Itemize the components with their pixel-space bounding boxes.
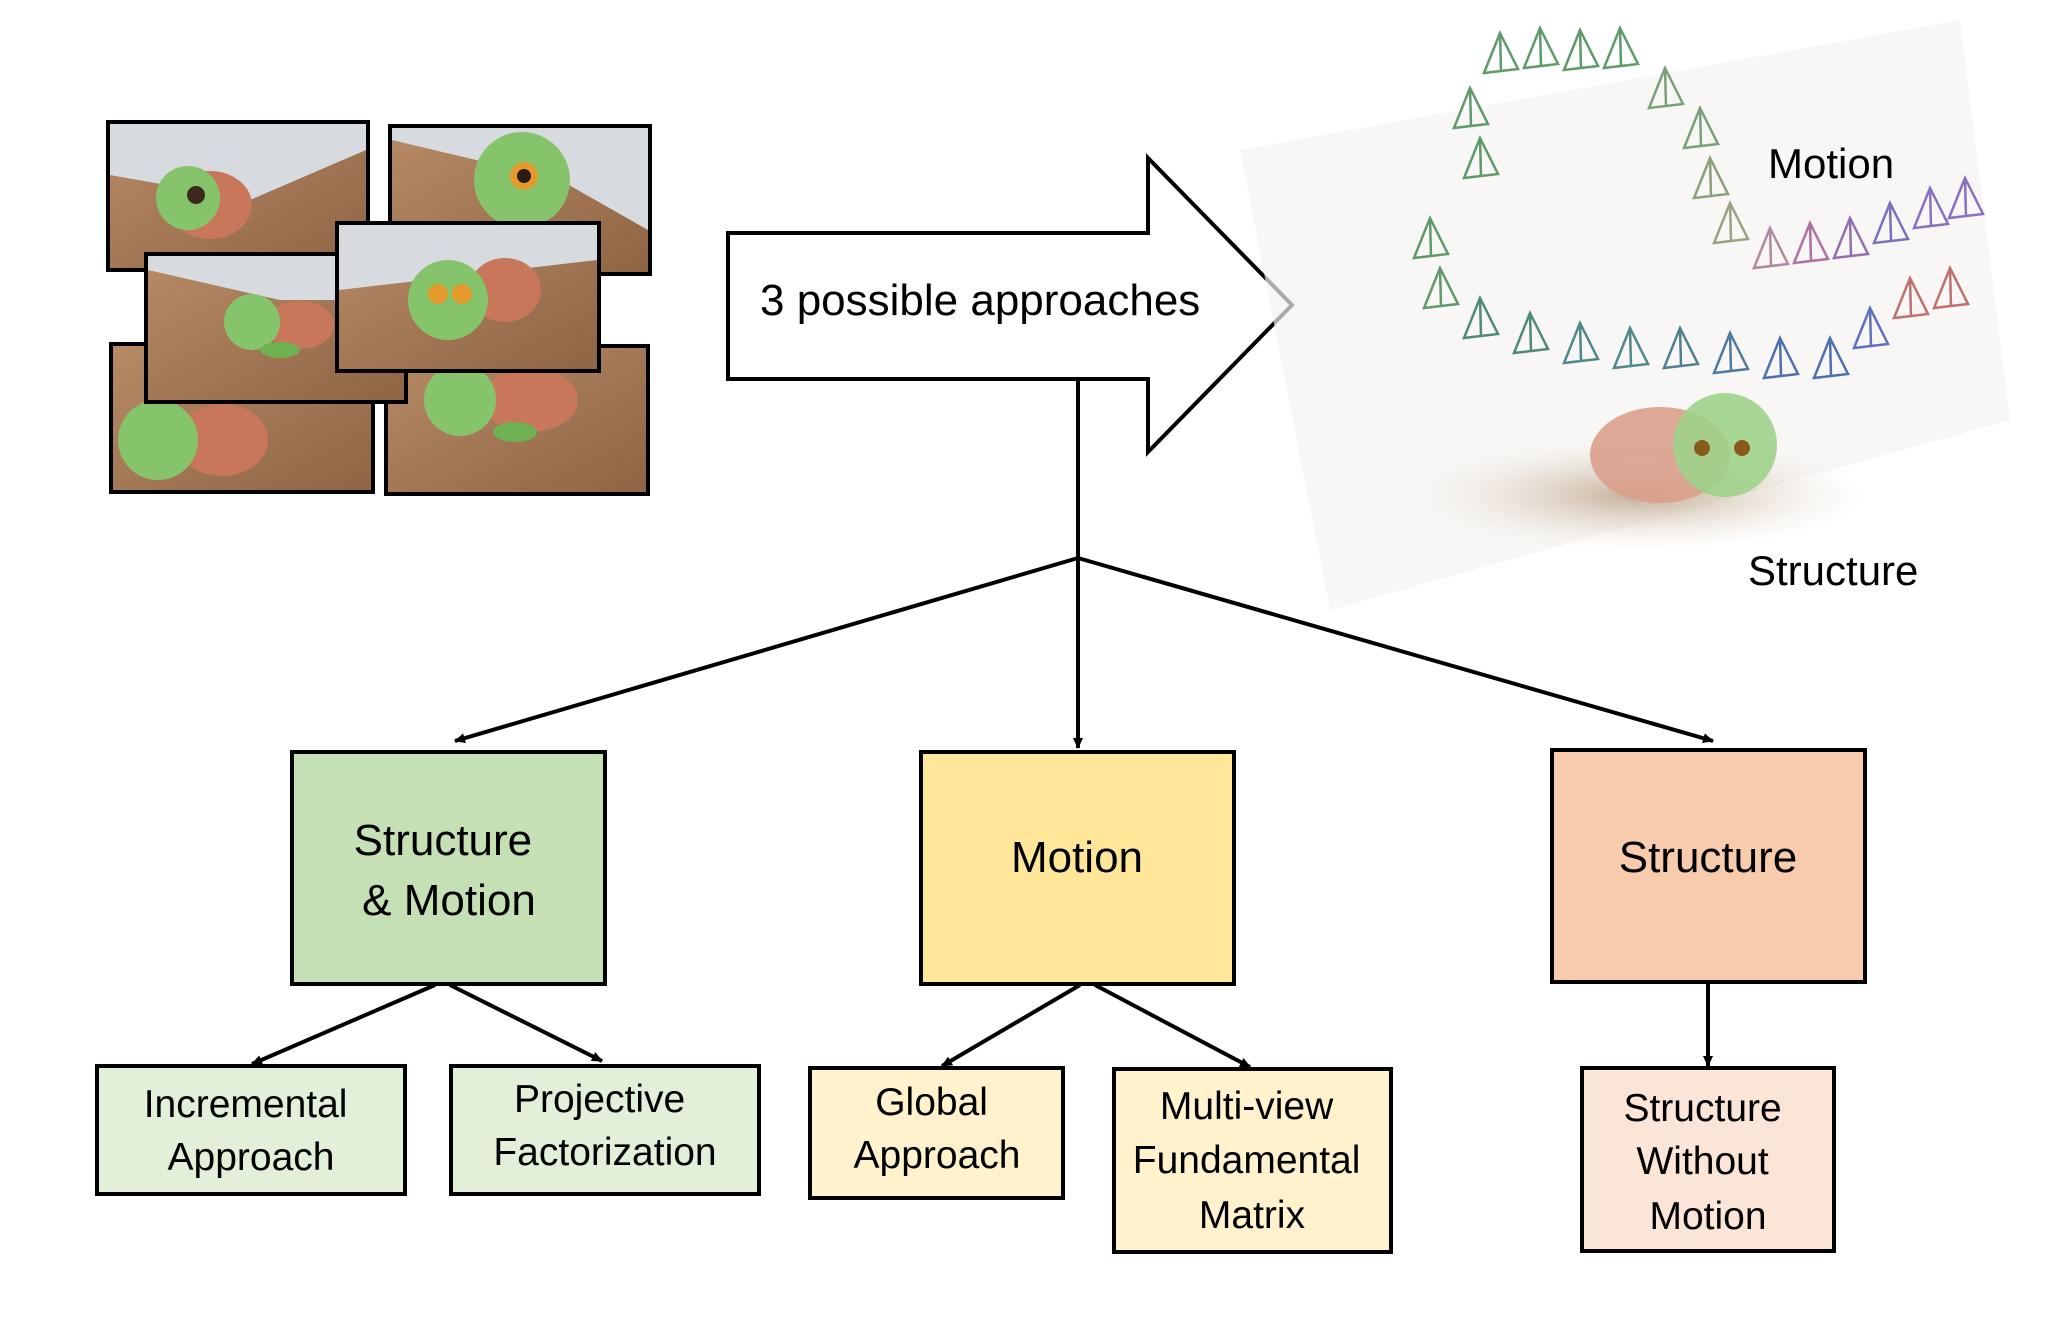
connector-to-structure: [1077, 556, 1714, 744]
camera-frustum-edge: [1438, 267, 1443, 307]
connector-to-global: [940, 983, 1082, 1068]
camera-frustum-edge: [1498, 32, 1503, 72]
box-label-line: Approach: [168, 1136, 335, 1179]
main-box-structure-motion: Structure & Motion: [290, 750, 607, 986]
camera-frustum-edge: [1578, 322, 1583, 362]
box-label-line: Incremental: [144, 1083, 348, 1126]
box-label-line: & Motion: [362, 876, 536, 925]
svg-text:Incremental Approach: Incremental Approach: [144, 1083, 359, 1179]
main-box-structure: Structure: [1550, 748, 1867, 984]
camera-frustum-edge: [1948, 267, 1953, 307]
main-box-motion: Motion: [919, 750, 1236, 986]
camera-frustum-edge: [1528, 312, 1533, 352]
approaches-label: 3 possible approaches: [760, 276, 1200, 325]
box-label-line: Global: [875, 1081, 988, 1124]
camera-frustum-edge: [1928, 187, 1933, 227]
box-label-line: Approach: [854, 1134, 1021, 1177]
sub-box-projective-factorization: Projective Factorization: [449, 1064, 761, 1196]
box-label-line: Motion: [1011, 833, 1143, 882]
camera-frustum-edge: [1908, 277, 1913, 317]
box-label-line: Factorization: [493, 1131, 716, 1174]
camera-frustum-edge: [1663, 67, 1668, 107]
box-label-line: Matrix: [1199, 1194, 1306, 1237]
sub-box-multiview-fundamental-matrix: Multi-view Fundamental Matrix: [1112, 1067, 1393, 1254]
camera-frustum-edge: [1678, 327, 1683, 367]
camera-frustum-edge: [1478, 297, 1483, 337]
camera-frustum-edge: [1468, 87, 1473, 127]
reconstruction-illustration: Motion Structure: [1240, 20, 2010, 610]
box-label-line: Projective: [514, 1078, 685, 1121]
camera-frustum-edge: [1628, 327, 1633, 367]
input-photo-collage: [106, 120, 652, 496]
connector-to-projective: [449, 983, 603, 1063]
box-label-line: Structure: [354, 816, 533, 865]
reconstruction-structure-label: Structure: [1748, 547, 1918, 594]
connector-to-structure-motion: [454, 556, 1079, 743]
camera-frustum-edge: [1778, 337, 1783, 377]
camera-frustum-edge: [1768, 227, 1773, 267]
svg-text:Global Approach: Global Approach: [854, 1081, 1021, 1177]
box-label-line: Motion: [1649, 1195, 1766, 1238]
camera-frustum-edge: [1728, 332, 1733, 372]
camera-frustum-edge: [1808, 222, 1813, 262]
svg-text:Structure Without: Structure Without Motion: [1623, 1087, 1792, 1238]
input-photo: [106, 120, 370, 272]
svg-text:Projective Factorization: Projective Factorization: [493, 1078, 716, 1174]
approaches-arrow: 3 possible approaches: [726, 153, 1295, 457]
box-label-line: Without: [1636, 1140, 1768, 1183]
connectors: [251, 379, 1714, 1069]
box-label-line: Multi-view: [1160, 1085, 1334, 1128]
camera-frustum-edge: [1478, 137, 1483, 177]
input-photo: [335, 221, 601, 373]
camera-frustum-edge: [1888, 202, 1893, 242]
camera-frustum-edge: [1698, 107, 1703, 147]
sub-box-structure-without-motion: Structure Without Motion: [1580, 1066, 1836, 1253]
sub-box-global-approach: Global Approach: [808, 1066, 1065, 1200]
camera-frustum-edge: [1578, 29, 1583, 69]
camera-trajectory: [1412, 24, 1985, 380]
svg-text:Multi-view Fundamental: Multi-view Fundamental Matrix: [1133, 1085, 1371, 1237]
camera-frustum-edge: [1428, 217, 1433, 257]
camera-frustum-edge: [1848, 217, 1853, 257]
box-label-line: Fundamental: [1133, 1139, 1361, 1182]
reconstruction-motion-label: Motion: [1768, 140, 1894, 187]
sub-box-incremental-approach: Incremental Approach: [95, 1064, 407, 1196]
box-label-line: Structure: [1623, 1087, 1781, 1130]
connector-to-incremental: [251, 983, 436, 1066]
box-label-line: Structure: [1619, 833, 1798, 882]
camera-frustum-edge: [1868, 307, 1873, 347]
camera-frustum-edge: [1728, 202, 1733, 242]
camera-frustum-edge: [1538, 27, 1543, 67]
camera-frustum-edge: [1708, 157, 1713, 197]
svg-text:Structure & Motion: Structure & Motion: [354, 816, 545, 925]
camera-frustum-edge: [1963, 177, 1968, 217]
connector-to-multiview: [1094, 983, 1251, 1069]
camera-frustum-edge: [1618, 27, 1623, 67]
camera-frustum-edge: [1828, 337, 1833, 377]
